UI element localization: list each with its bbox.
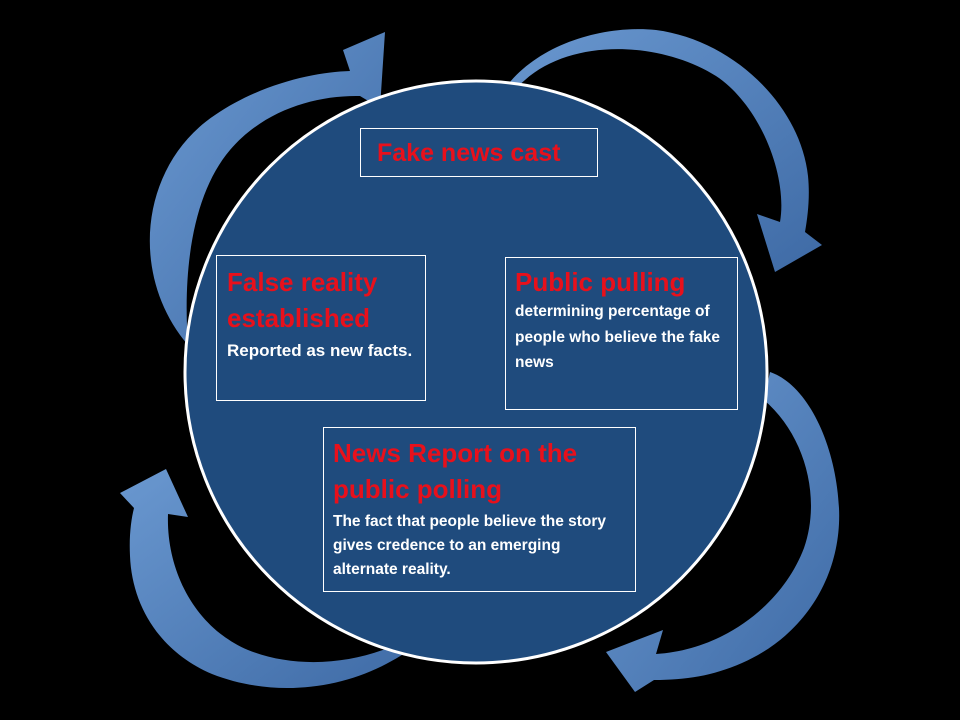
fake-news-cast-box: Fake news cast [360, 128, 598, 177]
public-pulling-body: determining percentage of people who bel… [515, 303, 721, 371]
fake-news-cast-title: Fake news cast [377, 139, 561, 167]
news-report-title: News Report on the public polling [333, 438, 578, 504]
arrow-bottom-right [606, 372, 840, 692]
arrow-bottom-left [120, 469, 420, 688]
public-pulling-title: Public pulling [515, 267, 686, 297]
news-report-box: News Report on the public polling The fa… [323, 427, 636, 592]
news-report-body: The fact that people believe the story g… [333, 513, 607, 578]
arrow-top-right [495, 29, 822, 272]
false-reality-body: Reported as new facts. [227, 341, 413, 360]
arrow-top-left [149, 32, 385, 345]
false-reality-title: False reality established [227, 267, 378, 333]
public-pulling-box: Public pulling determining percentage of… [505, 257, 738, 410]
false-reality-box: False reality established Reported as ne… [216, 255, 426, 401]
